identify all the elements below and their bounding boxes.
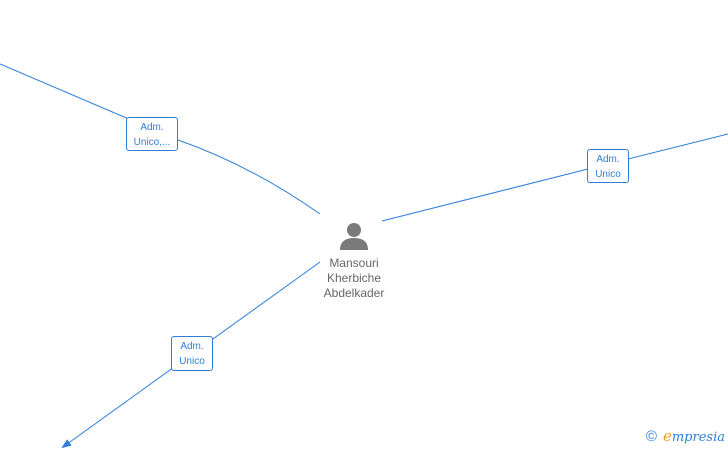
edge-line-top-left <box>0 63 321 215</box>
edge-label-adm-unico-bottom-left[interactable]: Adm. Unico <box>171 336 213 371</box>
edge-label-line1: Adm. <box>140 122 164 133</box>
person-name: Mansouri Kherbiche Abdelkader <box>306 256 402 301</box>
brand-initial: e <box>662 427 672 445</box>
edge-label-line1: Adm. <box>180 341 204 352</box>
person-icon <box>340 223 368 250</box>
edge-label-line1: Adm. <box>596 154 620 165</box>
edge-label-line2: Unico <box>595 169 621 180</box>
edge-label-line2: Unico,... <box>133 137 171 148</box>
edge-label-adm-unico-top-left[interactable]: Adm. Unico,... <box>126 117 178 151</box>
edge-label-line2: Unico <box>179 356 205 367</box>
brand-logo: empresia <box>663 427 725 445</box>
person-node[interactable]: Mansouri Kherbiche Abdelkader <box>306 220 402 301</box>
empresia-watermark: © empresia <box>646 427 725 445</box>
person-name-line1: Mansouri <box>329 256 379 270</box>
person-name-line3: Abdelkader <box>323 286 385 300</box>
edge-label-adm-unico-right[interactable]: Adm. Unico <box>587 149 629 183</box>
edge-line-right <box>381 133 728 222</box>
brand-rest: mpresia <box>671 430 725 445</box>
copyright-symbol: © <box>645 427 657 445</box>
person-name-line2: Kherbiche <box>326 271 382 285</box>
